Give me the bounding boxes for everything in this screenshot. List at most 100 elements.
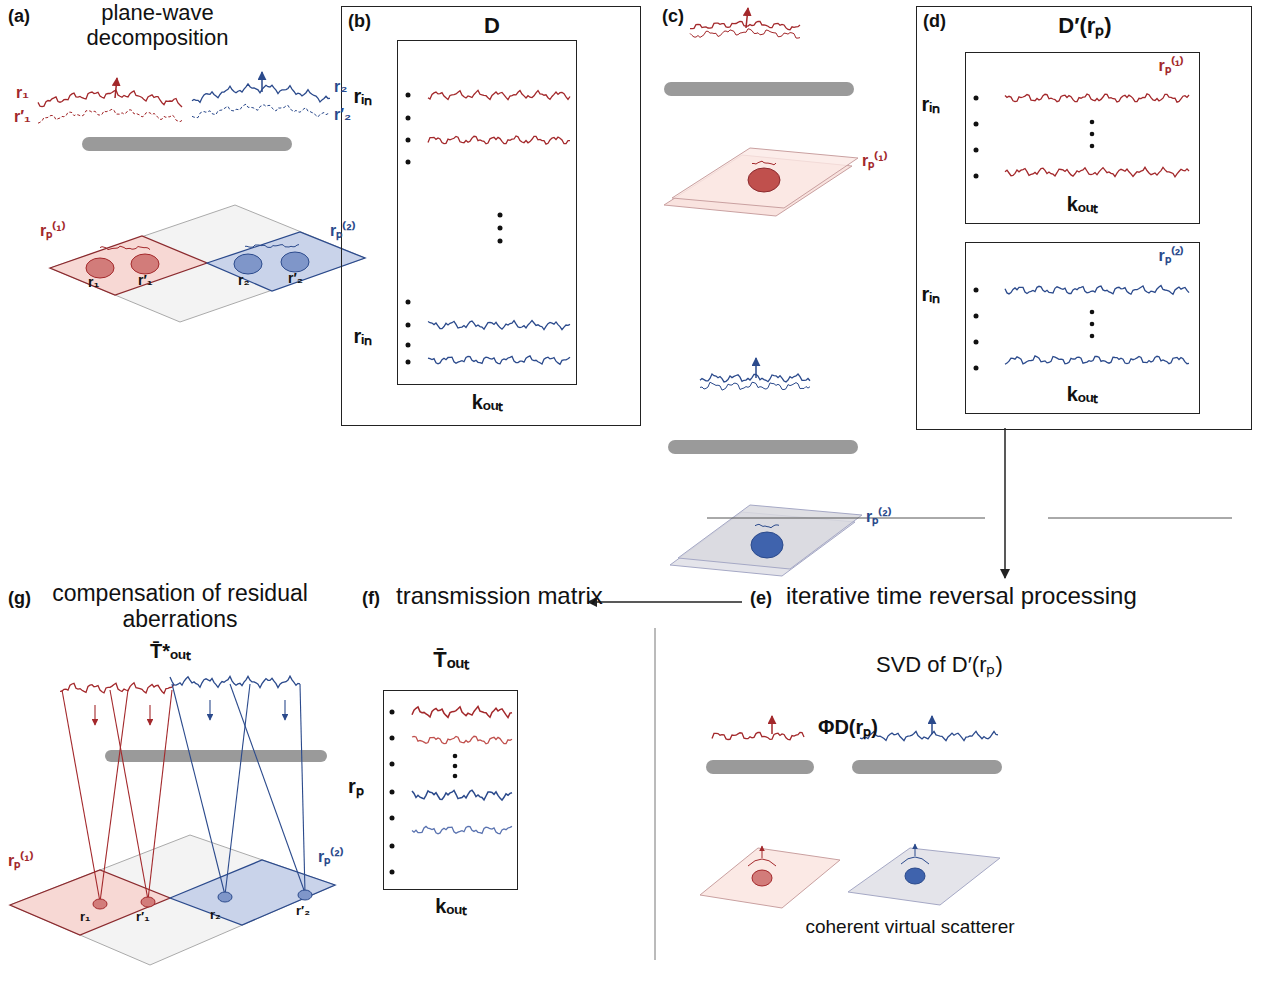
matrix-label: D	[484, 13, 500, 38]
wavefront	[860, 731, 998, 740]
wavelet	[748, 859, 776, 866]
figure-label: r₂	[334, 78, 347, 96]
figure-label: rₚ⁽¹⁾	[862, 152, 888, 170]
figure-label: (c)	[662, 6, 684, 27]
row-wave	[428, 136, 570, 144]
focal-plane	[50, 205, 365, 322]
matrix-label: kₒᵤₜ	[472, 391, 504, 414]
scattering-layer	[105, 750, 327, 762]
focus-spot	[298, 890, 312, 900]
figure-label: r′₂	[334, 106, 351, 124]
arrow	[261, 72, 263, 92]
scatterer	[751, 532, 783, 558]
row-wave	[1005, 356, 1189, 364]
focus-lines	[172, 684, 305, 895]
plane	[678, 505, 862, 569]
row-dots	[974, 96, 1095, 371]
row-wave	[412, 736, 512, 744]
scatterer	[234, 254, 262, 274]
matrix-label: T̄ₒᵤₜ	[433, 647, 469, 672]
matrix-f-content	[390, 707, 513, 875]
focal-plane	[10, 835, 335, 965]
matrix-label: rₚ⁽²⁾	[1159, 247, 1185, 265]
wavefront	[712, 732, 804, 739]
matrix-label: rᵢₙ	[922, 93, 941, 116]
wavefront	[38, 90, 182, 107]
figure-label: r′₂	[296, 904, 310, 919]
figure-label: (e)	[750, 588, 772, 609]
matrix-box: rᵢₙrᵢₙkₒᵤₜ	[397, 40, 577, 385]
flow-arrow	[1004, 428, 1006, 578]
plane	[700, 848, 840, 908]
patch-red	[50, 236, 207, 295]
plane	[848, 848, 1000, 905]
wavefront	[170, 676, 300, 688]
matrix-label: rₚ	[348, 775, 364, 798]
panel-e-art	[700, 716, 1002, 908]
figure-label: compensation of residual aberrations	[40, 580, 320, 633]
figure-label: r′₁	[14, 108, 31, 126]
matrix-label: rᵢₙ	[922, 283, 941, 306]
wavefront	[700, 374, 810, 382]
wavefront	[60, 683, 174, 694]
scattering-layer	[82, 137, 292, 151]
flow-arrow	[588, 601, 742, 603]
wavelet	[100, 246, 150, 249]
row-wave	[412, 826, 512, 834]
virtual-scatterer	[905, 868, 925, 884]
matrix-label: rᵢₙ	[354, 325, 373, 348]
panel-a-art	[38, 72, 365, 322]
figure-label: coherent virtual scatterer	[800, 916, 1020, 938]
scatterer	[748, 168, 780, 192]
panel-g-art	[10, 676, 335, 965]
matrix-label: D′(rₚ)	[1058, 13, 1111, 38]
figure-label: r₁	[16, 84, 29, 102]
figure-label: r₂	[210, 908, 221, 923]
focus-spot	[141, 897, 155, 907]
matrix-label: (b)	[348, 11, 371, 32]
row-wave	[1005, 286, 1189, 295]
focus-spot	[93, 899, 107, 909]
matrix-box: rₚ⁽²⁾rᵢₙkₒᵤₜ	[965, 242, 1200, 414]
separator	[707, 518, 985, 519]
panel-c-art	[664, 8, 862, 576]
matrix-box: (d)D′(rₚ)rₚ⁽¹⁾rᵢₙkₒᵤₜrₚ⁽²⁾rᵢₙkₒᵤₜ	[916, 6, 1252, 430]
arrow	[762, 846, 763, 858]
matrix-box: rₚ⁽¹⁾rᵢₙkₒᵤₜ	[965, 52, 1200, 224]
wavefront	[690, 22, 800, 30]
figure-label: (g)	[8, 588, 31, 609]
figure-label: T̄*ₒᵤₜ	[150, 640, 191, 663]
arrow	[915, 844, 916, 856]
virtual-scatterer	[752, 870, 772, 886]
arrow	[746, 8, 748, 28]
figure-label: r′₁	[138, 272, 153, 288]
plane	[672, 148, 858, 208]
arrow	[755, 358, 757, 378]
row-dots	[390, 710, 458, 875]
row-wave	[1005, 94, 1189, 102]
wavefront	[38, 109, 182, 123]
row-wave	[428, 356, 570, 364]
matrix-box: T̄ₒᵤₜrₚkₒᵤₜ	[383, 690, 518, 890]
wavefront	[700, 382, 810, 390]
wavelet	[901, 857, 929, 864]
figure-label: rₚ⁽¹⁾	[8, 852, 34, 870]
row-wave	[428, 90, 570, 99]
figure-label: SVD of D′(rₚ)	[876, 652, 1003, 677]
separator	[1048, 518, 1232, 519]
matrix-label: kₒᵤₜ	[1067, 193, 1099, 216]
matrix-label: rᵢₙ	[354, 85, 373, 108]
matrix-box: (b)Drᵢₙrᵢₙkₒᵤₜ	[341, 6, 641, 426]
wavelet	[755, 524, 779, 527]
row-wave	[428, 321, 570, 330]
scattering-layer	[664, 82, 854, 96]
figure-label: rₚ⁽²⁾	[318, 848, 344, 866]
row-dots	[406, 93, 503, 365]
wavelet	[752, 161, 776, 165]
figure-label: (f)	[362, 588, 380, 609]
figure-label: transmission matrix	[396, 582, 603, 610]
patch-red	[10, 870, 170, 935]
